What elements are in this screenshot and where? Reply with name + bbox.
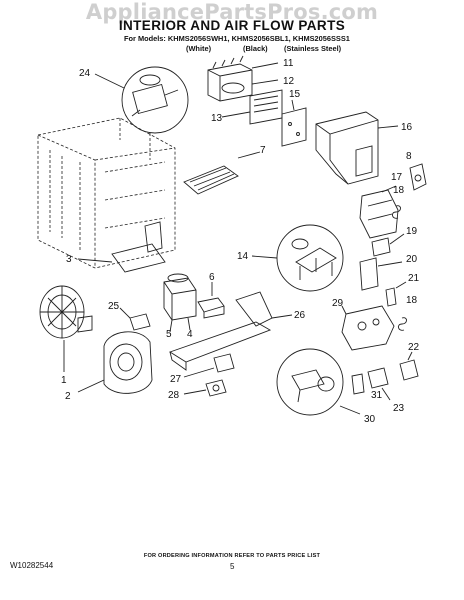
- part-8: [409, 163, 427, 191]
- callout-21: 21: [408, 273, 420, 284]
- callout-27: 27: [170, 374, 182, 385]
- callout-12: 12: [283, 76, 295, 87]
- part-1-fan-wheel: [39, 285, 93, 372]
- variant-stainless: (Stainless Steel): [284, 44, 342, 53]
- part-20: [359, 257, 403, 291]
- part-26-duct: [168, 291, 293, 371]
- model-list: For Models: KHMS2056SWH1, KHMS2056SBL1, …: [124, 34, 350, 43]
- part-27-bracket: [183, 353, 235, 378]
- callout-24: 24: [79, 68, 91, 79]
- callout-20: 20: [406, 254, 418, 265]
- document-number: W10282544: [10, 561, 54, 570]
- part-17-switch-bracket: [359, 185, 399, 239]
- part-18-spring-a: [391, 205, 401, 219]
- part-14-inset: [251, 224, 344, 292]
- callout-11: 11: [283, 58, 294, 69]
- callout-7: 7: [260, 145, 266, 156]
- part-28-sensor: [183, 379, 227, 397]
- ordering-note: FOR ORDERING INFORMATION REFER TO PARTS …: [143, 553, 321, 559]
- part-15: [281, 99, 307, 147]
- part-24-inset: [94, 66, 189, 134]
- part-22: [399, 351, 419, 381]
- callout-26: 26: [294, 310, 306, 321]
- part-4-5-magnetron: [163, 273, 197, 333]
- part-19: [371, 233, 405, 257]
- variant-black: (Black): [243, 44, 268, 53]
- part-23: [367, 367, 391, 401]
- callout-6: 6: [209, 272, 215, 283]
- page-number: 5: [230, 562, 235, 571]
- part-2-blower: [77, 331, 153, 394]
- part-11-12: [207, 55, 279, 102]
- callout-14: 14: [237, 251, 249, 262]
- oven-cavity: [37, 117, 176, 269]
- callout-2: 2: [65, 391, 71, 402]
- part-16-duct: [315, 111, 399, 185]
- callout-3: 3: [66, 254, 72, 265]
- callout-25: 25: [108, 301, 120, 312]
- callout-23: 23: [393, 403, 405, 414]
- page-title: INTERIOR AND AIR FLOW PARTS: [118, 18, 346, 33]
- part-7-grille: [183, 151, 261, 195]
- part-30-inset: [276, 348, 361, 416]
- part-29-latch: [341, 305, 395, 351]
- part-6-capacitor: [197, 282, 225, 319]
- callout-29: 29: [332, 298, 344, 309]
- part-18-spring-b: [397, 317, 407, 331]
- callout-5: 5: [166, 329, 172, 340]
- part-3-panel: [77, 221, 166, 273]
- variant-white: (White): [186, 44, 212, 53]
- callout-22: 22: [408, 342, 420, 353]
- part-25-clip: [119, 307, 151, 331]
- part-21: [385, 281, 407, 307]
- callout-31: 31: [371, 390, 383, 401]
- callout-30: 30: [364, 414, 376, 425]
- callout-8: 8: [406, 151, 412, 162]
- callout-17: 17: [391, 172, 403, 183]
- callout-16: 16: [401, 122, 413, 133]
- part-31: [351, 373, 365, 395]
- watermark: AppliancePartsPros.com: [85, 0, 379, 24]
- callout-4: 4: [187, 329, 193, 340]
- callout-18b: 18: [406, 295, 418, 306]
- callouts: 24 11 12 13 15 16 7 8 17 18 19 3 14 20 6…: [61, 58, 420, 425]
- callout-18a: 18: [393, 185, 405, 196]
- callout-15: 15: [289, 89, 301, 100]
- callout-19: 19: [406, 226, 418, 237]
- callout-28: 28: [168, 390, 180, 401]
- callout-13: 13: [211, 113, 223, 124]
- callout-1: 1: [61, 375, 67, 386]
